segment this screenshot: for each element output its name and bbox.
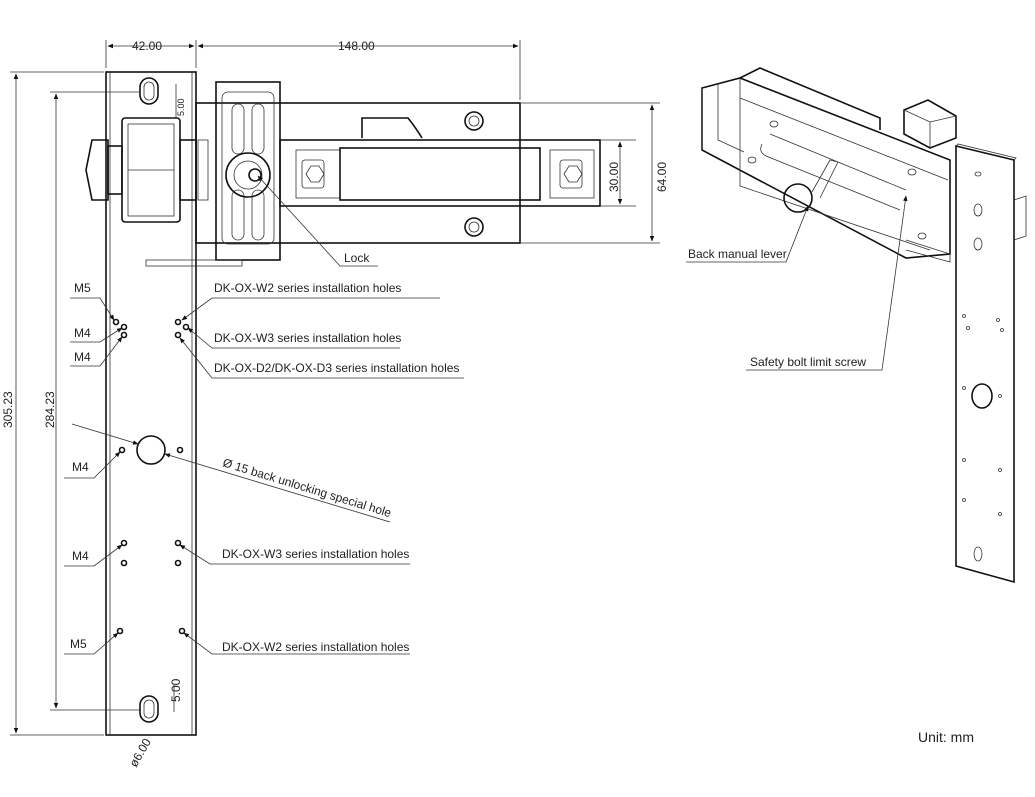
dim-outer-height: 305.23 [1,391,15,428]
lock-body [145,81,601,267]
label-w2-top: DK-OX-W2 series installation holes [214,281,401,295]
dim-top-length: 148.00 [338,39,375,53]
label-safety-bolt: Safety bolt limit screw [750,355,866,369]
label-w2-bottom: DK-OX-W2 series installation holes [222,640,409,654]
label-m4-a: M4 [74,326,91,340]
label-m5-top: M5 [74,281,91,295]
callouts: Lock DK-OX-W2 series installation holes … [64,175,464,655]
dimension-texts: 42.00 148.00 5.00 305.23 284.23 30.00 64… [1,39,669,770]
dim-slot-bottom: 5.00 [169,678,183,702]
label-back-manual-lever: Back manual lever [688,247,787,261]
label-special-hole: Ø 15 back unlocking special hole [221,455,393,520]
label-d2-d3: DK-OX-D2/DK-OX-D3 series installation ho… [214,361,459,375]
label-lock: Lock [344,251,370,265]
knob-housing [85,117,209,223]
label-m4-low: M4 [72,549,89,563]
front-plate [105,71,197,736]
dim-slot-diameter: ø6.00 [126,736,154,770]
dimension-lines [10,40,660,736]
label-m5-bottom: M5 [70,637,87,651]
isometric-view [701,67,1027,584]
label-m4-b: M4 [74,350,91,364]
dim-box-outer: 64.00 [655,162,669,192]
dim-box-inner: 30.00 [607,162,621,192]
label-m4-mid: M4 [72,460,89,474]
dim-slot-top: 5.00 [176,98,186,116]
isometric-callouts: Back manual lever Safety bolt limit scre… [686,195,908,371]
label-w3-top: DK-OX-W3 series installation holes [214,331,401,345]
dim-inner-height: 284.23 [43,391,57,428]
dim-top-width: 42.00 [132,39,162,53]
unit-label: Unit: mm [918,729,974,745]
label-w3-bottom: DK-OX-W3 series installation holes [222,547,409,561]
